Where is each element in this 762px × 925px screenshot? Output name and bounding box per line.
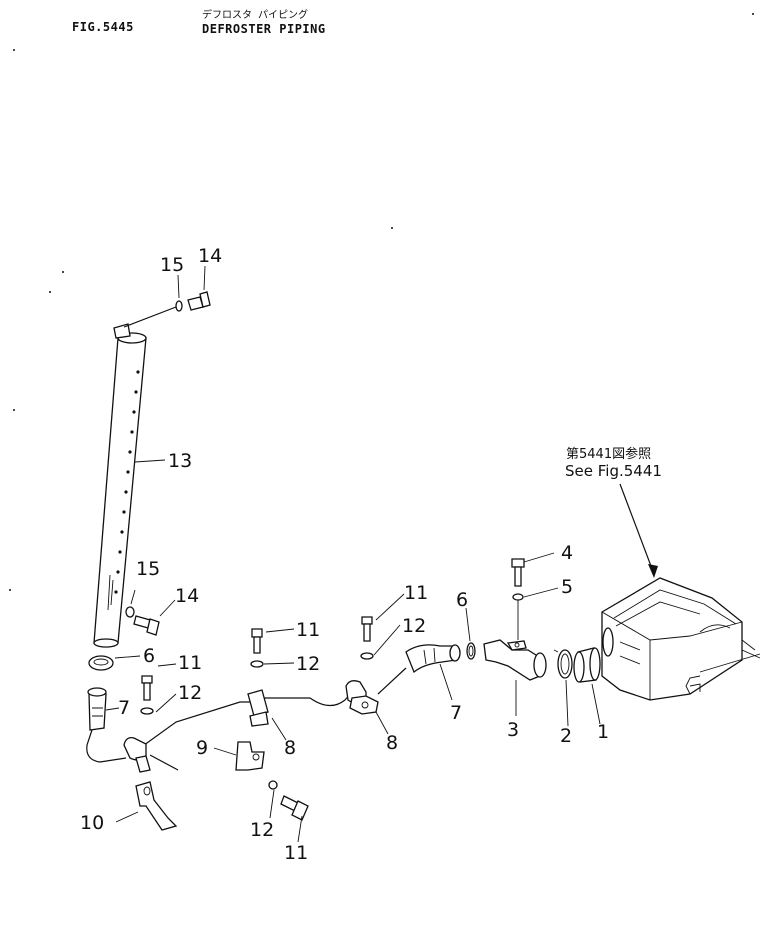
- figure-number: FIG.5445: [72, 20, 134, 34]
- title-japanese: デフロスタ パイピング: [202, 10, 309, 21]
- hose-clamp-right: [466, 642, 476, 660]
- bolt-elbow: [511, 558, 525, 640]
- callout-9: 9: [196, 737, 208, 759]
- callout-15-bottom: 15: [136, 558, 160, 580]
- defroster-duct: [93, 323, 147, 648]
- callout-6-right: 6: [456, 589, 468, 611]
- heater-unit: [601, 577, 761, 701]
- clamp-middle: [235, 689, 269, 771]
- hose-left: [86, 687, 127, 763]
- callout-7-left: 7: [118, 697, 130, 719]
- callout-11-right: 11: [404, 582, 428, 604]
- callout-2: 2: [560, 725, 572, 747]
- clamp-right: [345, 680, 379, 715]
- callout-14-top: 14: [198, 245, 222, 267]
- callout-11-bottom: 11: [284, 842, 308, 864]
- leader-lines: [105, 265, 601, 843]
- callout-11-left: 11: [178, 652, 202, 674]
- reference-arrow: [619, 483, 658, 578]
- reference-note-english: See Fig.5441: [565, 462, 662, 480]
- callout-8-right: 8: [386, 732, 398, 754]
- callout-8-middle: 8: [284, 737, 296, 759]
- callout-7-right: 7: [450, 702, 462, 724]
- callout-12-middle-top: 12: [296, 653, 320, 675]
- title-english: DEFROSTER PIPING: [202, 22, 326, 36]
- bolt-middle-top: [250, 628, 264, 668]
- bolt-left: [140, 675, 154, 715]
- callout-12-bottom: 12: [250, 819, 274, 841]
- callout-10: 10: [80, 812, 104, 834]
- bolt-middle-bottom: [268, 780, 309, 821]
- duct-bottom-bolt: [125, 606, 160, 636]
- callout-5: 5: [561, 576, 573, 598]
- duct-top-bolt: [123, 291, 211, 328]
- callout-15-top: 15: [160, 254, 184, 276]
- callout-labels: 15 14 13 15 14 6 11 12 7 10 11 12 8 9 12…: [80, 245, 609, 864]
- main-pipe: [139, 667, 407, 771]
- reference-note-japanese: 第5441図参照: [566, 447, 652, 462]
- hose-clamp-left: [88, 655, 114, 671]
- hose-right: [405, 644, 461, 674]
- callout-12-left: 12: [178, 682, 202, 704]
- callout-3: 3: [507, 719, 519, 741]
- clamp-ring: [553, 649, 573, 679]
- bolt-right: [360, 616, 374, 660]
- specks: [9, 13, 754, 591]
- clamp-left: [123, 737, 178, 831]
- hose-connector: [573, 647, 601, 683]
- callout-12-right: 12: [402, 615, 426, 637]
- callout-1: 1: [597, 721, 609, 743]
- callout-6-left: 6: [143, 645, 155, 667]
- callout-14-bottom: 14: [175, 585, 199, 607]
- callout-4: 4: [561, 542, 573, 564]
- elbow-duct: [483, 639, 547, 681]
- callout-11-middle-top: 11: [296, 619, 320, 641]
- callout-13: 13: [168, 450, 192, 472]
